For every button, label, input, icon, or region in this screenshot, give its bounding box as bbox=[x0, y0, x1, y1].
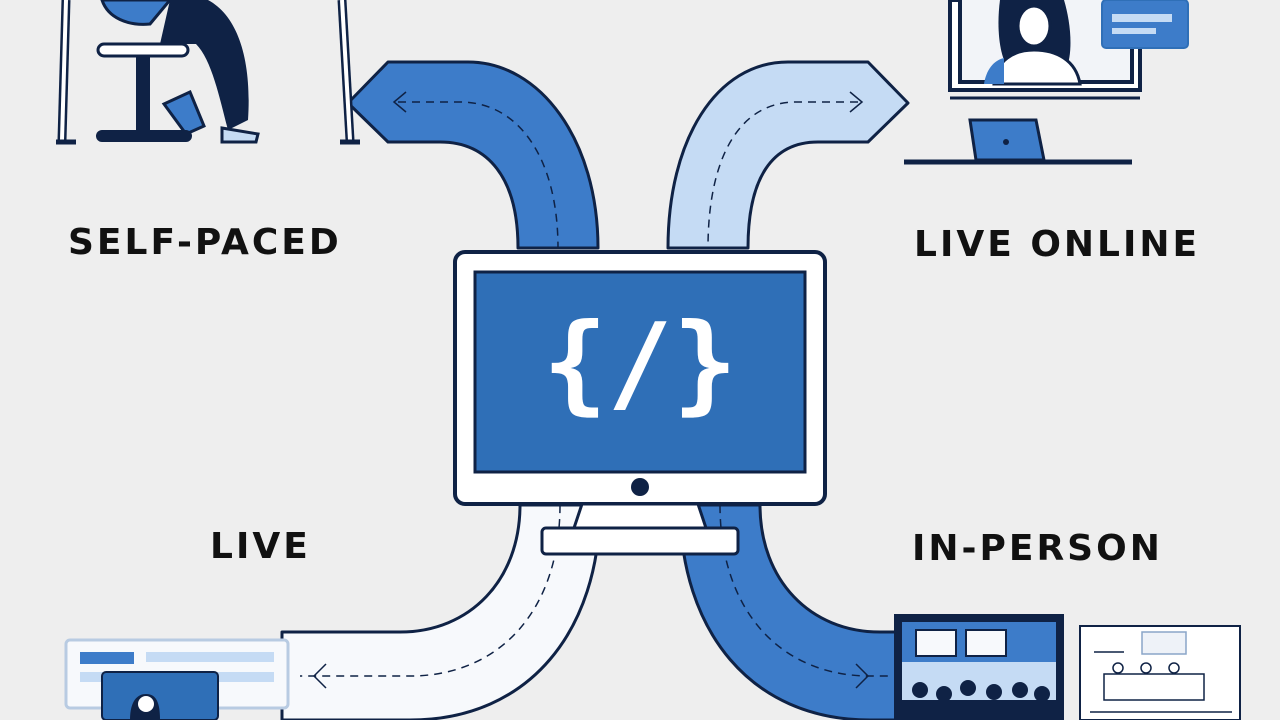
label-in-person: IN-PERSON bbox=[912, 528, 1163, 569]
monitor-neck bbox=[571, 502, 709, 530]
live-online-illustration bbox=[904, 0, 1189, 165]
label-live-online: LIVE ONLINE bbox=[914, 224, 1201, 265]
label-self-paced: SELF-PACED bbox=[68, 222, 342, 263]
self-paced-illustration bbox=[56, 0, 360, 145]
label-live: LIVE bbox=[210, 526, 311, 567]
arrow-head-icon bbox=[392, 91, 407, 113]
live-illustration bbox=[64, 638, 290, 720]
code-icon: {/} bbox=[542, 301, 737, 426]
arrow-head-icon bbox=[312, 663, 327, 689]
monitor-illustration: {/} bbox=[453, 250, 827, 556]
arrow-in-person bbox=[678, 503, 898, 720]
power-button-icon bbox=[631, 478, 649, 496]
monitor-screen bbox=[473, 270, 807, 474]
arrow-head-icon bbox=[855, 663, 870, 689]
arrow-self-paced bbox=[346, 60, 600, 250]
arrow-live-online bbox=[666, 60, 910, 250]
monitor-stand bbox=[540, 526, 740, 556]
arrow-head-icon bbox=[849, 91, 864, 113]
in-person-illustration bbox=[894, 614, 1241, 720]
